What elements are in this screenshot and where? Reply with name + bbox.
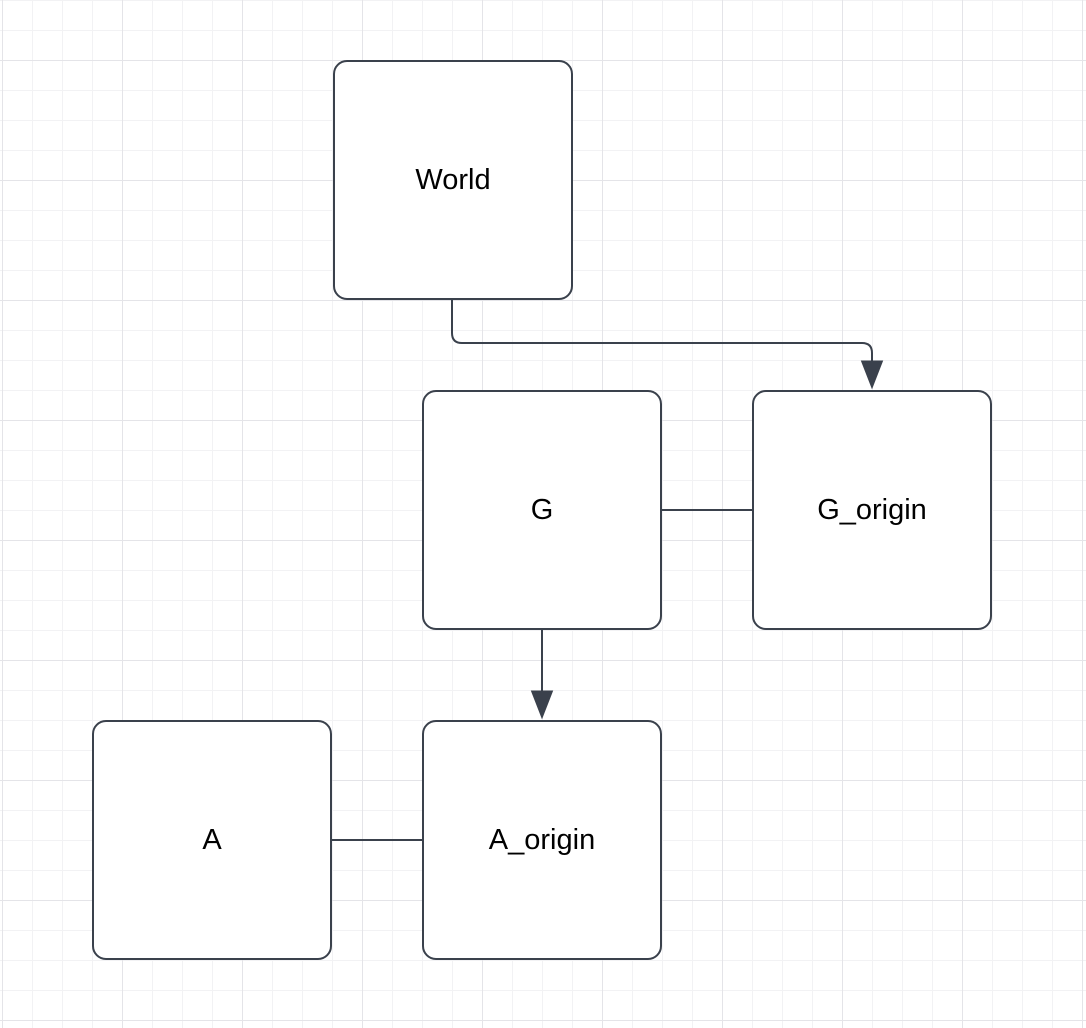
- node-g-origin-label: G_origin: [817, 493, 927, 526]
- node-a-label: A: [202, 823, 222, 856]
- node-g[interactable]: G: [422, 390, 662, 630]
- node-a-origin-label: A_origin: [488, 823, 596, 856]
- edge-world-to-g-origin[interactable]: [451, 300, 884, 390]
- edge-world-to-g-origin-arrowhead-icon: [860, 360, 884, 390]
- node-a[interactable]: A: [92, 720, 332, 960]
- node-world-label: World: [415, 163, 491, 196]
- node-g-origin[interactable]: G_origin: [752, 390, 992, 630]
- edge-g-to-a-origin-arrowhead-icon: [530, 690, 554, 720]
- node-g-label: G: [530, 493, 554, 526]
- node-world[interactable]: World: [333, 60, 573, 300]
- edge-g-to-a-origin[interactable]: [530, 630, 554, 720]
- node-a-origin[interactable]: A_origin: [422, 720, 662, 960]
